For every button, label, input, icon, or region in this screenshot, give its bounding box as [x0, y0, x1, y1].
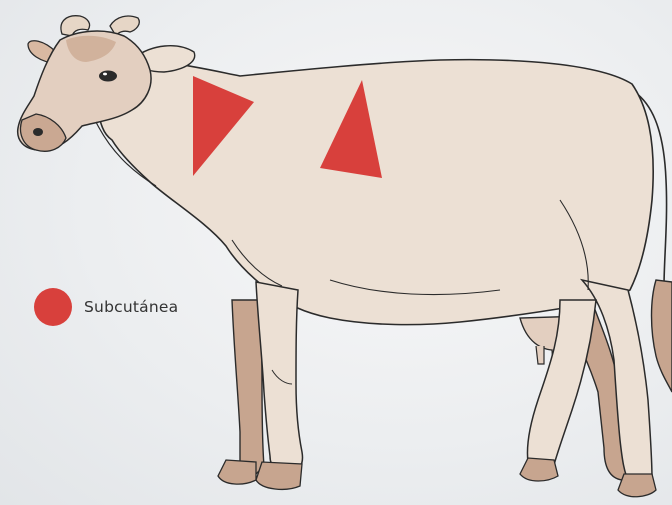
- cow-nostril: [33, 128, 43, 136]
- legend: Subcutánea: [34, 288, 178, 326]
- cow-hoof-2: [218, 460, 256, 484]
- cow-body: [99, 60, 654, 325]
- legend-marker: [34, 288, 72, 326]
- cow-tail-tuft: [652, 280, 672, 392]
- cow-eye-highlight: [103, 73, 107, 76]
- cow-eye: [99, 71, 117, 82]
- cow-hoof-1: [256, 462, 302, 489]
- legend-label: Subcutánea: [84, 298, 178, 316]
- cow-hoof-4: [618, 474, 656, 497]
- cow-teat-1: [536, 346, 544, 364]
- cow-hoof-3: [520, 458, 558, 481]
